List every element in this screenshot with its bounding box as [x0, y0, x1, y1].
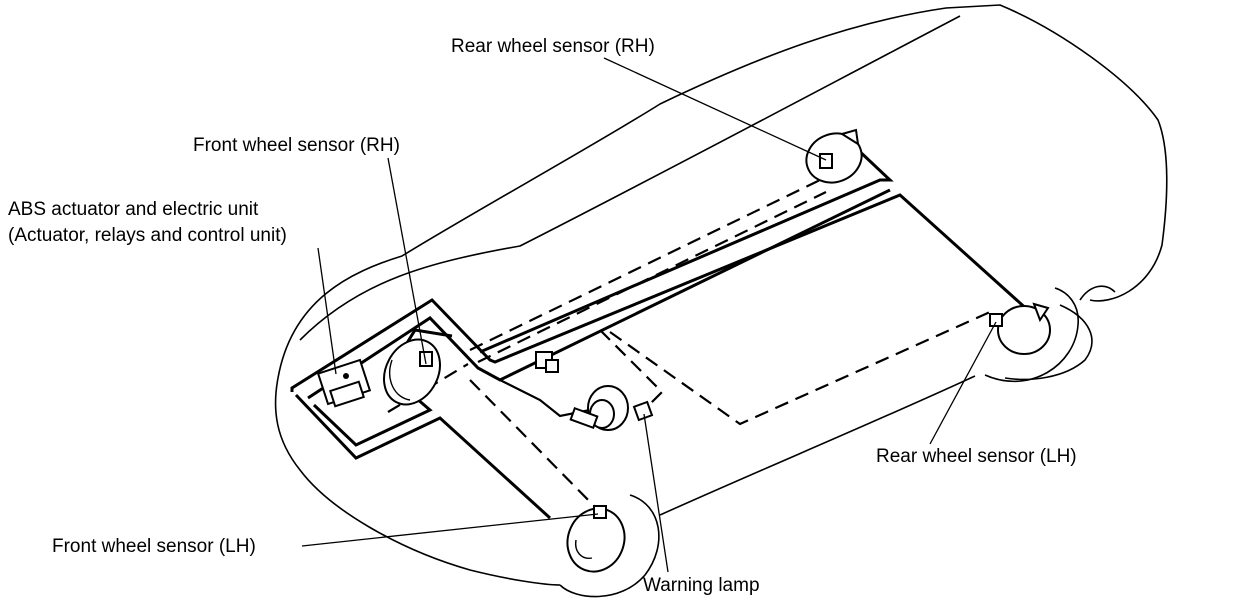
dashed-to-front-lh	[469, 379, 601, 513]
label-front-wheel-sensor-rh: Front wheel sensor (RH)	[193, 135, 400, 156]
front-lh-wheel-assembly	[566, 505, 626, 573]
rear-rh-arch-outline	[1079, 285, 1116, 301]
connector-b	[545, 359, 559, 373]
car-body-outline	[274, 4, 1168, 598]
dashed-to-rear-lh	[609, 310, 991, 426]
harness-connectors	[535, 351, 559, 373]
front-wheel-arch	[559, 494, 660, 598]
harness-main-rear-lh	[290, 193, 1032, 392]
front-lh-sensor	[593, 505, 607, 519]
label-rear-wheel-sensor-rh: Rear wheel sensor (RH)	[451, 36, 655, 57]
rear-rh-wheel-assembly	[805, 128, 863, 184]
rear-lh-bracket	[1032, 302, 1050, 323]
harness-lower-loop	[294, 393, 552, 520]
abs-actuator-connector	[343, 373, 349, 379]
car-roof-line	[277, 4, 1168, 379]
leader-rear-lh	[929, 321, 997, 445]
leader-abs-unit	[317, 247, 337, 375]
label-warning-lamp: Warning lamp	[643, 575, 760, 596]
rear-lh-rotor	[997, 305, 1051, 355]
front-lh-rotor-detail	[575, 539, 593, 559]
leader-rear-rh	[603, 57, 827, 161]
car-lower-body	[659, 375, 976, 516]
harness-parallel-run	[307, 188, 891, 400]
label-rear-wheel-sensor-lh: Rear wheel sensor (LH)	[876, 446, 1077, 467]
front-rh-rotor	[383, 338, 441, 406]
front-rh-wheel-assembly	[383, 338, 441, 406]
label-abs-unit-line1: ABS actuator and electric unit	[8, 199, 259, 220]
wiring-harness-solid	[290, 146, 1032, 520]
rear-rh-bracket	[839, 128, 860, 146]
car-front-nose	[274, 377, 561, 586]
label-front-wheel-sensor-lh: Front wheel sensor (LH)	[52, 536, 256, 557]
car-roof-crease	[299, 15, 961, 341]
rear-lh-sensor	[989, 313, 1003, 327]
label-abs-unit-line2: (Actuator, relays and control unit)	[8, 225, 287, 246]
rear-rh-rotor	[805, 132, 863, 184]
leader-warning-lamp	[643, 413, 669, 573]
warning-lamp-body	[632, 400, 654, 422]
rear-lh-wheel-assembly	[989, 302, 1051, 355]
rear-wheel-arch	[984, 287, 1079, 383]
master-cylinder	[569, 406, 599, 430]
leader-front-rh	[387, 157, 427, 365]
labels: Rear wheel sensor (RH) Front wheel senso…	[8, 36, 1077, 596]
front-rh-sensor	[419, 351, 433, 367]
leader-lines	[301, 57, 997, 573]
dashed-to-lamp	[599, 329, 664, 405]
leader-front-lh	[301, 513, 599, 547]
abs-actuator-unit	[316, 358, 372, 408]
warning-lamp-part	[632, 400, 654, 422]
harness-rear-rh	[479, 146, 894, 354]
abs-actuator-base	[329, 380, 365, 408]
rear-rh-sensor	[819, 153, 833, 169]
brake-booster	[569, 385, 629, 431]
front-rh-rotor-detail	[389, 359, 411, 401]
dashed-to-rear-rh	[469, 169, 837, 351]
